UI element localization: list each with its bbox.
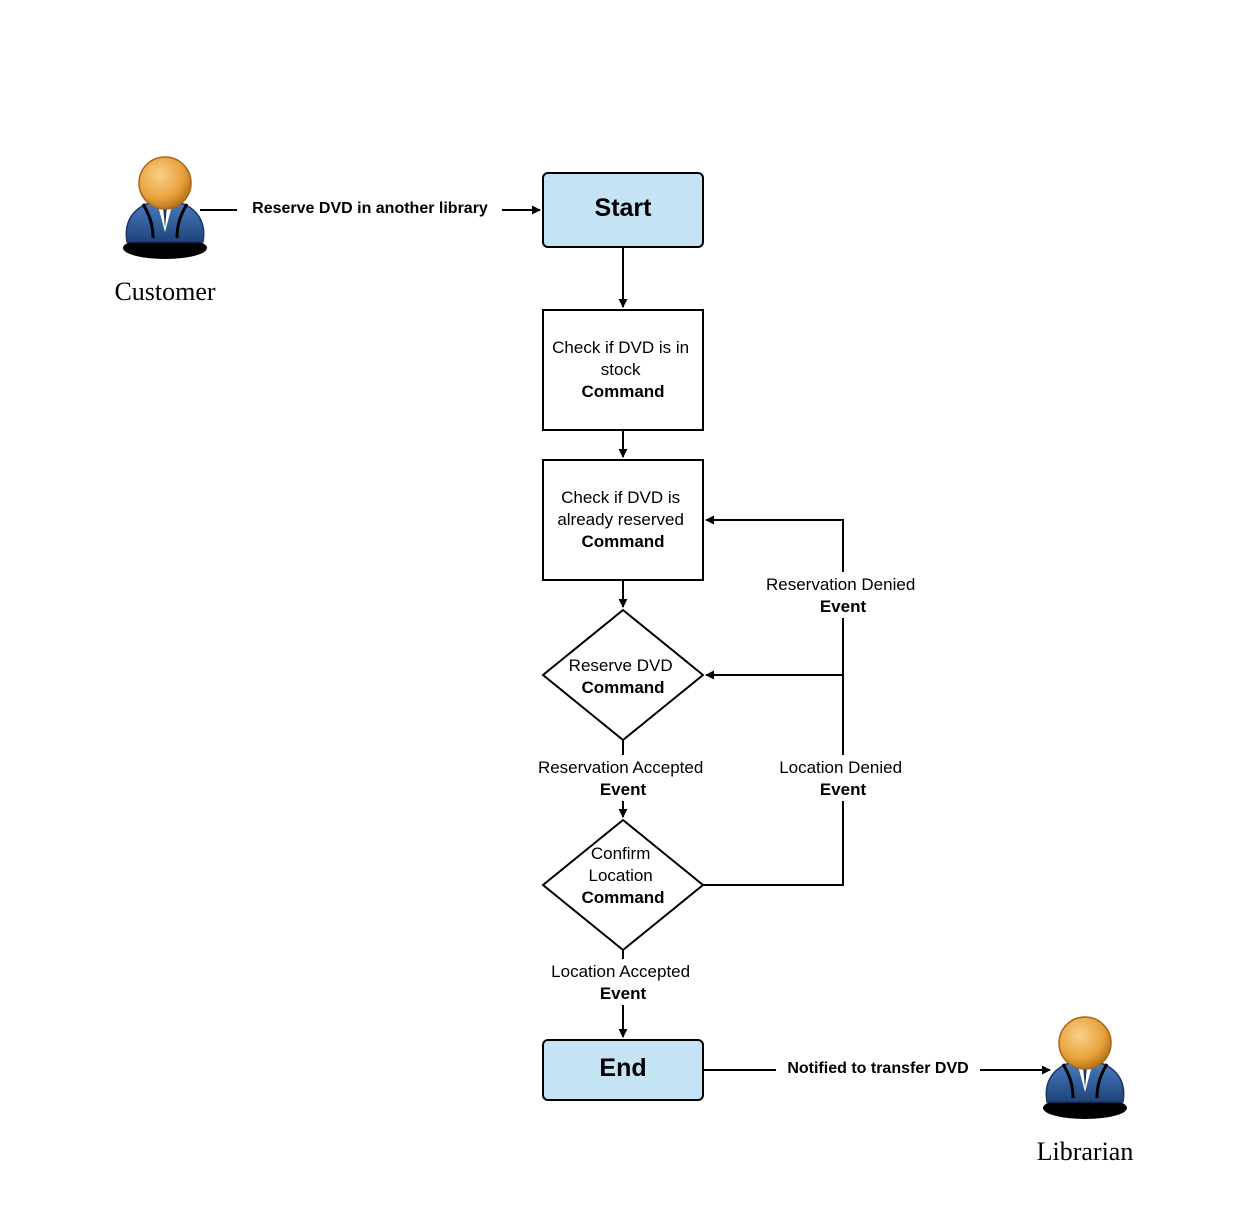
check-stock-line-2: stock bbox=[601, 360, 641, 379]
check-stock-line-1: Check if DVD is in bbox=[552, 338, 689, 357]
person-icon bbox=[1043, 1016, 1127, 1119]
location-accepted-name: Location Accepted bbox=[551, 962, 690, 981]
customer-label: Customer bbox=[114, 277, 215, 306]
confirm-location-line-1: Confirm bbox=[591, 844, 651, 863]
reservation-denied-name: Reservation Denied bbox=[766, 575, 915, 594]
reserve-dvd-line-1: Reserve DVD bbox=[569, 656, 673, 675]
start-node: Start bbox=[542, 172, 704, 248]
confirm-location-text: Confirm Location Command bbox=[581, 844, 664, 907]
start-label: Start bbox=[595, 194, 653, 222]
librarian-actor: Librarian bbox=[1037, 1016, 1134, 1166]
location-denied-kind: Event bbox=[820, 780, 867, 799]
confirm-location-kind: Command bbox=[581, 888, 664, 907]
location-denied-name: Location Denied bbox=[779, 758, 902, 777]
reserve-dvd-decision: Reserve DVD Command bbox=[541, 608, 705, 742]
check-reserved-node: Check if DVD is already reserved Command bbox=[542, 459, 704, 581]
person-icon bbox=[123, 156, 207, 259]
edge-reservation-denied bbox=[705, 515, 844, 675]
location-accepted-label: Location Accepted Event bbox=[551, 962, 695, 1003]
confirm-location-decision: Confirm Location Command bbox=[541, 818, 705, 952]
reservation-accepted-kind: Event bbox=[600, 780, 647, 799]
librarian-label: Librarian bbox=[1037, 1137, 1134, 1166]
reservation-accepted-label: Reservation Accepted Event bbox=[538, 758, 708, 799]
end-to-librarian-label: Notified to transfer DVD bbox=[787, 1060, 968, 1077]
check-stock-kind: Command bbox=[581, 382, 664, 401]
check-reserved-kind: Command bbox=[581, 532, 664, 551]
end-label: End bbox=[599, 1054, 646, 1082]
check-stock-text: Check if DVD is in stock Command bbox=[552, 338, 694, 401]
confirm-location-line-2: Location bbox=[588, 866, 652, 885]
check-stock-node: Check if DVD is in stock Command bbox=[542, 309, 704, 431]
location-denied-label: Location Denied Event bbox=[779, 758, 907, 799]
reserve-dvd-kind: Command bbox=[581, 678, 664, 697]
check-reserved-line-1: Check if DVD is bbox=[561, 488, 680, 507]
check-reserved-line-2: already reserved bbox=[557, 510, 684, 529]
customer-actor: Customer bbox=[114, 156, 216, 306]
reservation-denied-label: Reservation Denied Event bbox=[766, 575, 920, 616]
reserve-dvd-text: Reserve DVD Command bbox=[569, 656, 678, 697]
end-node: End bbox=[542, 1039, 704, 1101]
location-accepted-kind: Event bbox=[600, 984, 647, 1003]
check-reserved-text: Check if DVD is already reserved Command bbox=[557, 488, 688, 551]
reservation-accepted-name: Reservation Accepted bbox=[538, 758, 703, 777]
reservation-denied-kind: Event bbox=[820, 597, 867, 616]
edge-labels: Reserve DVD in another library Reservati… bbox=[237, 198, 980, 1079]
customer-to-start-label: Reserve DVD in another library bbox=[252, 200, 488, 217]
